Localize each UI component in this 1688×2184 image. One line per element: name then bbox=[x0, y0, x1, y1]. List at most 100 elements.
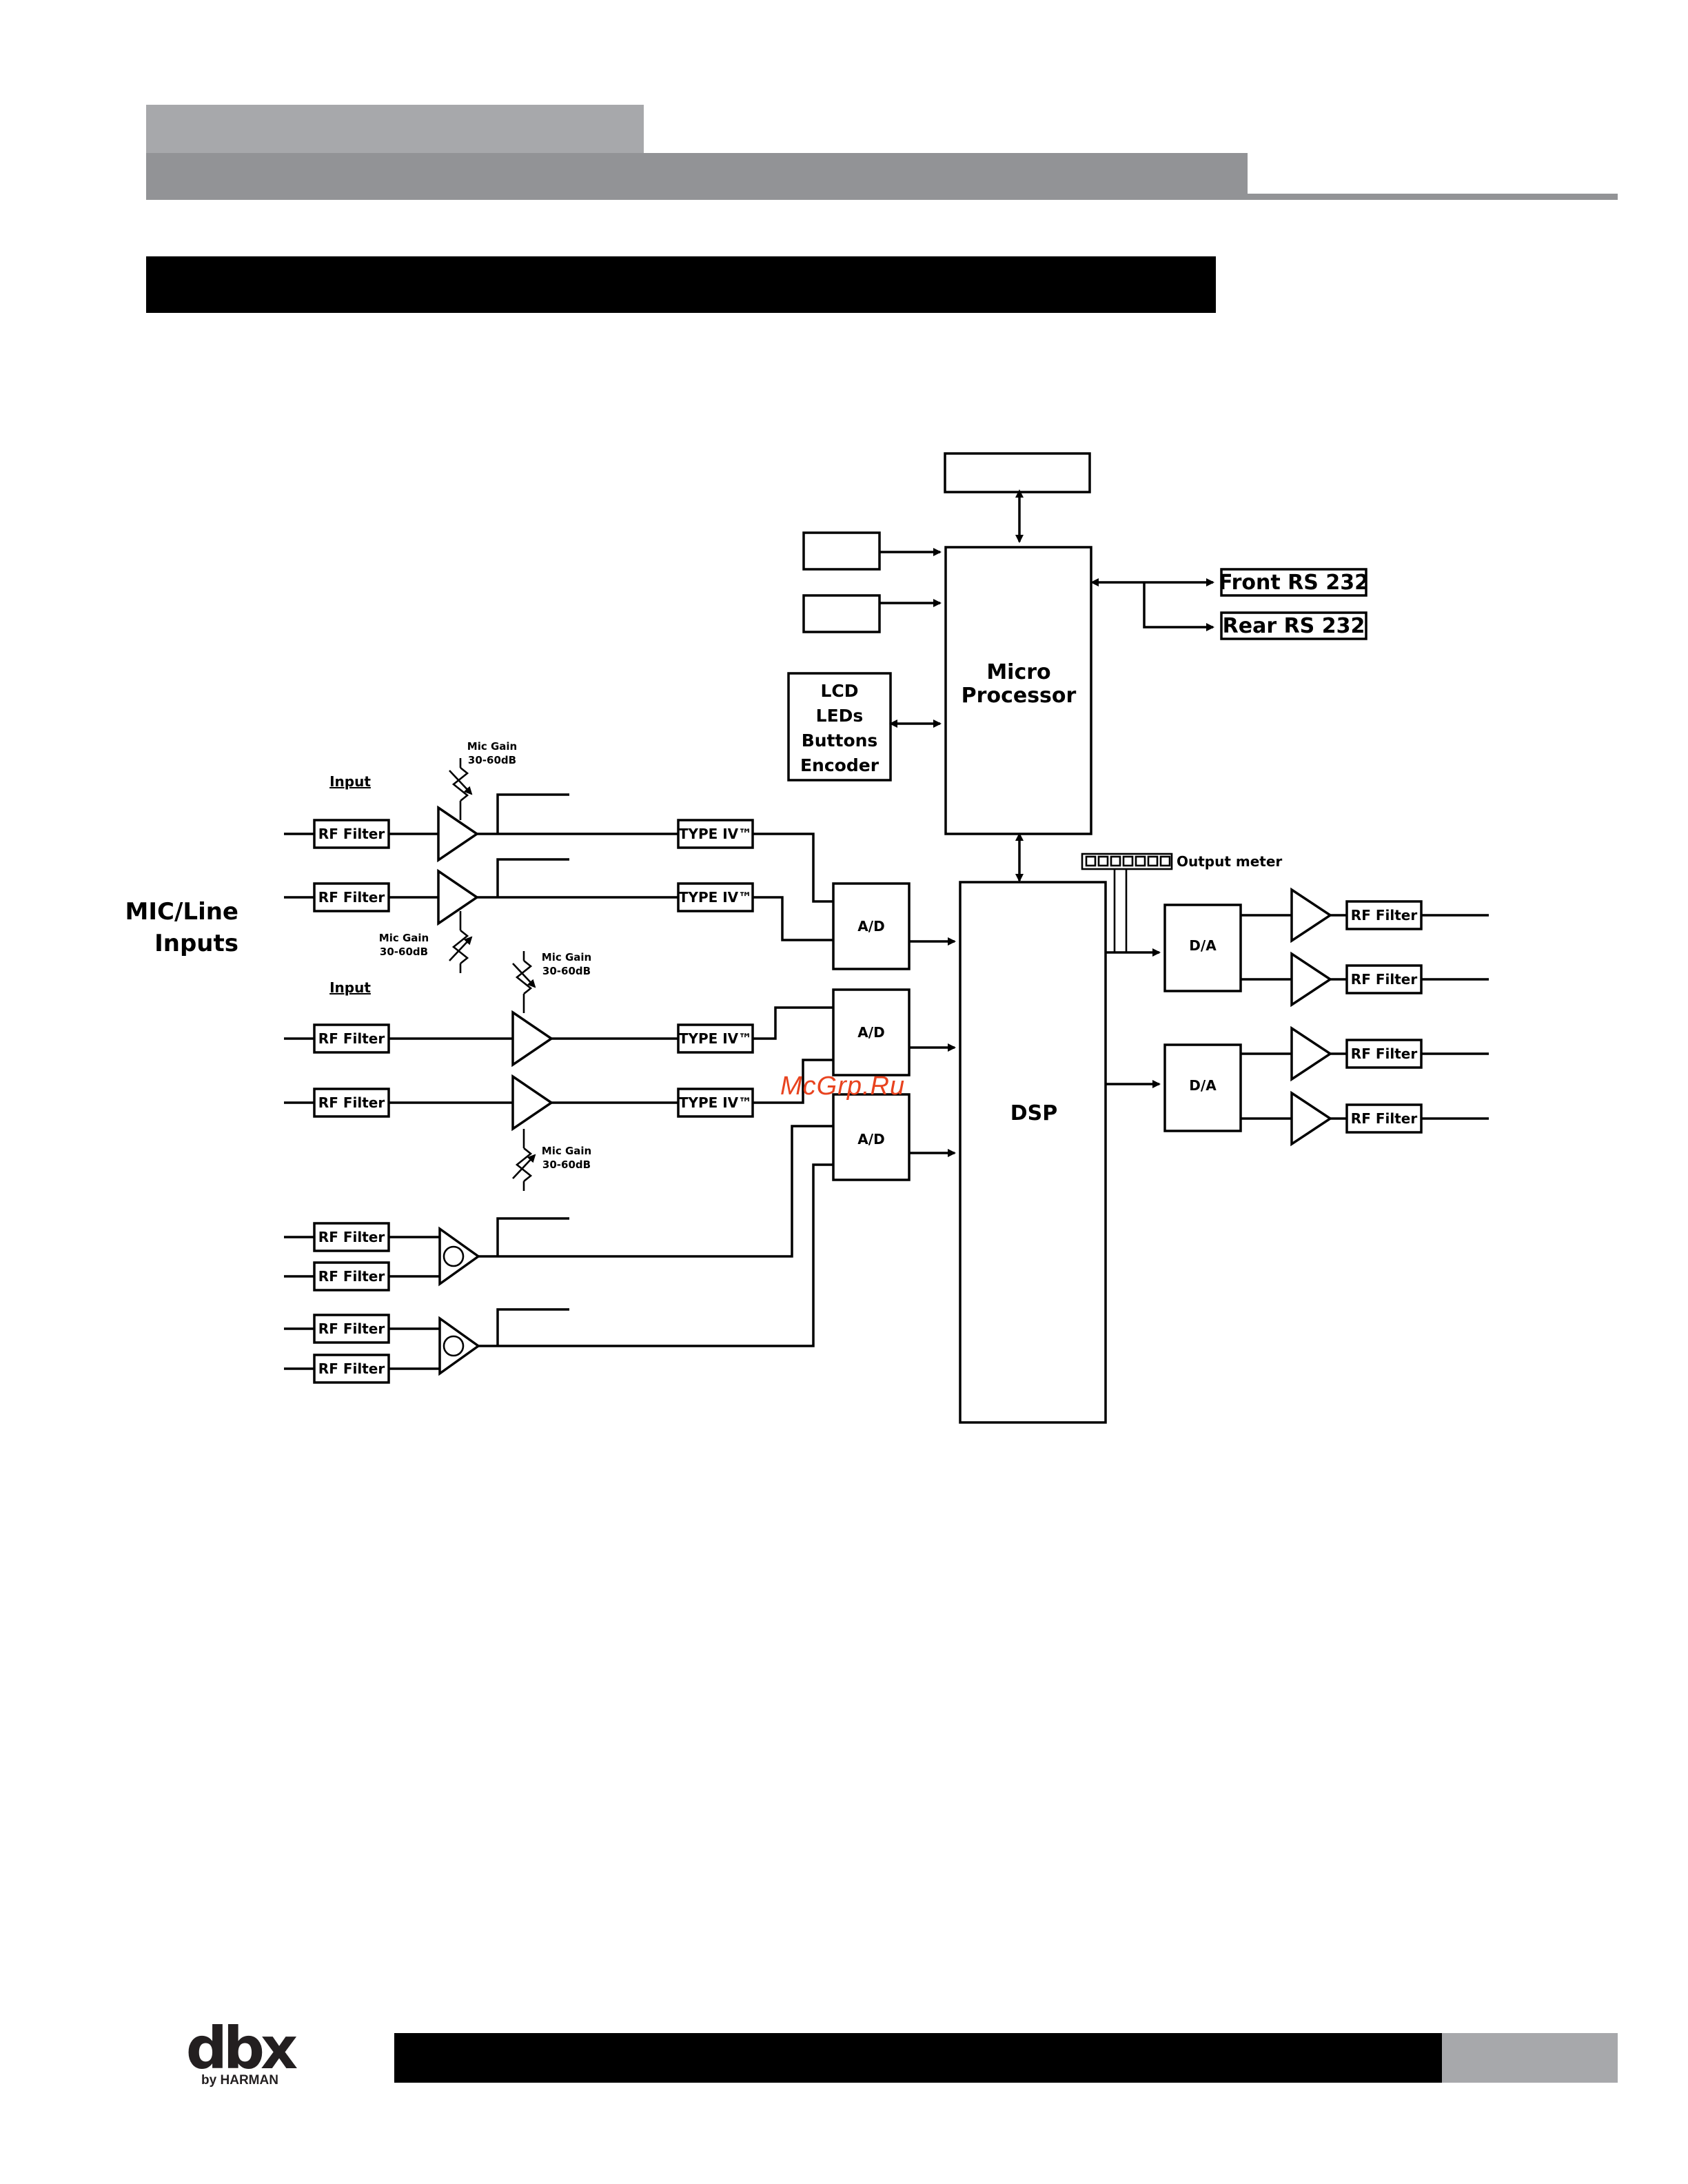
micro-processor-label-1: Micro bbox=[986, 660, 1050, 684]
user-interface-block bbox=[787, 672, 892, 782]
rf-filter-line1a-label: RF Filter bbox=[318, 1229, 385, 1245]
type-iv-4-box bbox=[677, 1088, 754, 1118]
rf-filter-out1-label: RF Filter bbox=[1351, 907, 1418, 923]
ad-block-3 bbox=[832, 1093, 911, 1181]
ad-label-2: A/D bbox=[857, 1024, 884, 1041]
mic-gain-text-4-a: Mic Gain bbox=[542, 1145, 591, 1157]
mic-gain-pot-2 bbox=[449, 911, 473, 973]
ad-block-1 bbox=[832, 882, 911, 970]
rf-filter-mic4-label: RF Filter bbox=[318, 1094, 385, 1111]
da-block-2 bbox=[1163, 1043, 1242, 1132]
rf-filter-line2a-label: RF Filter bbox=[318, 1320, 385, 1337]
input-label-2: Input bbox=[329, 979, 371, 996]
type-iv-2-label: TYPE IV™ bbox=[679, 889, 752, 906]
amp-mic3 bbox=[511, 1010, 554, 1068]
rf-filter-mic1-label: RF Filter bbox=[318, 826, 385, 842]
front-rs232-label: Front RS 232 bbox=[1219, 571, 1369, 595]
rf-filter-mic3-label: RF Filter bbox=[318, 1030, 385, 1047]
diff-amp-2 bbox=[438, 1316, 481, 1376]
rf-filter-mic1-box bbox=[313, 819, 390, 849]
rf-filter-out2-box bbox=[1345, 964, 1423, 994]
line-channel-2: RF Filter RF Filter bbox=[284, 1308, 569, 1384]
amp-mic2 bbox=[437, 868, 480, 926]
rf-filter-mic2-box bbox=[313, 882, 390, 912]
rs232-rear-line bbox=[1143, 582, 1214, 631]
da-label-1: D/A bbox=[1189, 937, 1217, 954]
mic-line-inputs-label: MIC/Line Inputs bbox=[110, 896, 238, 959]
output-chains: RF Filter RF Filter RF Filter RF Filter bbox=[1241, 887, 1489, 1147]
da-block-1 bbox=[1163, 904, 1242, 992]
watermark: McGrp.Ru bbox=[780, 1072, 906, 1101]
amp-mic1 bbox=[437, 805, 480, 863]
mic-line-label-line1: MIC/Line bbox=[125, 898, 238, 926]
dsp-label: DSP bbox=[1010, 1101, 1058, 1125]
diff-amp-1 bbox=[438, 1226, 481, 1287]
rear-rs232-box bbox=[1220, 611, 1367, 640]
ui-item-leds: LEDs bbox=[816, 706, 864, 726]
mic-gain-text-4-b: 30-60dB bbox=[542, 1159, 591, 1171]
ad-block-2 bbox=[832, 988, 911, 1076]
rf-filter-out3-label: RF Filter bbox=[1351, 1045, 1418, 1062]
rf-filter-line1a-box bbox=[313, 1222, 390, 1252]
type-iv-4-label: TYPE IV™ bbox=[679, 1094, 752, 1111]
input-label-1: Input bbox=[329, 773, 371, 790]
mic-line-label-line2: Inputs bbox=[154, 930, 238, 957]
rf-filter-line1b-label: RF Filter bbox=[318, 1268, 385, 1285]
mic-gain-text-3-a: Mic Gain bbox=[542, 951, 591, 963]
front-rs232-box bbox=[1220, 568, 1367, 597]
header-tab-light bbox=[146, 105, 644, 153]
rear-rs232-label: Rear RS 232 bbox=[1223, 614, 1365, 638]
ad-label-1: A/D bbox=[857, 918, 884, 935]
ui-item-encoder: Encoder bbox=[800, 755, 879, 775]
type-iv-3-box bbox=[677, 1023, 754, 1054]
output-channel-3: RF Filter bbox=[1241, 1025, 1489, 1082]
output-amp-3 bbox=[1290, 1025, 1333, 1082]
ad-label-3: A/D bbox=[857, 1131, 884, 1147]
header-band-dark bbox=[146, 153, 1248, 198]
da-label-2: D/A bbox=[1189, 1077, 1217, 1094]
footer-bar bbox=[394, 2033, 1442, 2083]
wire-ch2-ad bbox=[753, 896, 833, 941]
wire-ch3-ad bbox=[753, 1006, 833, 1040]
line-channel-1: RF Filter RF Filter bbox=[284, 1217, 569, 1292]
mic-gain-text-1-a: Mic Gain bbox=[467, 740, 517, 753]
dbx-logo: dbx by HARMAN bbox=[185, 2019, 298, 2088]
mic-gain-text-2-a: Mic Gain bbox=[379, 932, 429, 944]
rf-filter-out4-label: RF Filter bbox=[1351, 1110, 1418, 1127]
type-iv-3-label: TYPE IV™ bbox=[679, 1030, 752, 1047]
output-amp-4 bbox=[1290, 1090, 1333, 1147]
footer-page-tab bbox=[1442, 2033, 1618, 2083]
wire-ch4-ad bbox=[753, 1059, 833, 1104]
type-iv-1-label: TYPE IV™ bbox=[679, 826, 752, 842]
rf-filter-line1b-box bbox=[313, 1261, 390, 1292]
output-meter-label: Output meter bbox=[1177, 853, 1282, 870]
rf-filter-out1-box bbox=[1345, 900, 1423, 930]
output-amp-2 bbox=[1290, 951, 1333, 1008]
top-interface-block bbox=[944, 452, 1091, 493]
dsp-block bbox=[959, 881, 1107, 1424]
wire-line2-ad bbox=[496, 1163, 833, 1347]
micro-processor-label-2: Processor bbox=[962, 684, 1077, 708]
rf-filter-out2-label: RF Filter bbox=[1351, 971, 1418, 988]
rf-filter-mic2-label: RF Filter bbox=[318, 889, 385, 906]
mic-gain-text-2-b: 30-60dB bbox=[380, 946, 428, 958]
ui-item-buttons: Buttons bbox=[802, 731, 878, 751]
header-rule bbox=[146, 194, 1618, 200]
output-meter bbox=[1081, 853, 1173, 870]
amp-mic4 bbox=[511, 1074, 554, 1132]
mic-gain-pot-1 bbox=[449, 758, 473, 820]
micro-processor-block bbox=[944, 546, 1092, 835]
mic-gain-text-1-b: 30-60dB bbox=[468, 754, 516, 766]
input-block-2 bbox=[802, 594, 881, 633]
mic-gain-pot-4 bbox=[512, 1129, 536, 1191]
output-channel-4: RF Filter bbox=[1241, 1090, 1489, 1147]
wire-line1-ad bbox=[496, 1125, 833, 1258]
input-block-1 bbox=[802, 531, 881, 571]
rf-filter-line2b-label: RF Filter bbox=[318, 1360, 385, 1377]
